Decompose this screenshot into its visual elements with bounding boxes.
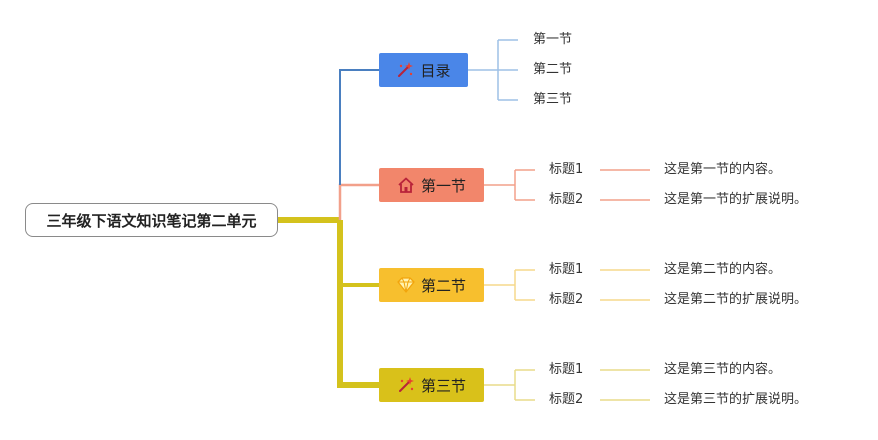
section-heading[interactable]: 标题2 [549,292,584,307]
section-node[interactable]: 第三节 [379,368,484,402]
home-icon [397,176,415,194]
section-label: 第一节 [420,176,466,195]
magic-wand-icon [397,376,415,394]
magic-wand-icon [396,61,414,79]
section-text[interactable]: 这是第一节的扩展说明。 [664,192,808,207]
section-heading[interactable]: 标题2 [549,392,584,407]
section-text[interactable]: 这是第二节的内容。 [664,262,782,277]
toc-node[interactable]: 目录 [379,53,468,87]
trunk-line-section-3 [337,220,380,388]
section-node[interactable]: 第一节 [379,168,484,202]
section-heading[interactable]: 标题1 [549,162,584,177]
toc-item[interactable]: 第一节 [533,32,573,47]
section-heading[interactable]: 标题1 [549,362,584,377]
section-text[interactable]: 这是第二节的扩展说明。 [664,292,808,307]
section-text[interactable]: 这是第三节的内容。 [664,362,782,377]
section-3-leaf-lines [484,369,650,401]
section-node[interactable]: 第二节 [379,268,484,302]
root-title: 三年级下语文知识笔记第二单元 [46,211,257,230]
trunk-line-section-1 [338,183,380,220]
toc-item[interactable]: 第二节 [533,62,573,77]
section-heading[interactable]: 标题2 [549,192,584,207]
section-label: 第二节 [420,276,466,295]
section-text[interactable]: 这是第三节的扩展说明。 [664,392,808,407]
trunk-line-toc [339,69,380,185]
section-heading[interactable]: 标题1 [549,262,584,277]
diamond-icon [397,276,415,294]
toc-leaf-lines [468,39,518,101]
section-text[interactable]: 这是第一节的内容。 [664,162,782,177]
toc-item[interactable]: 第三节 [533,92,573,107]
section-1-leaf-lines [484,169,650,201]
section-label: 第三节 [420,376,466,395]
root-node[interactable]: 三年级下语文知识笔记第二单元 [25,203,278,237]
section-2-leaf-lines [484,269,650,301]
toc-label: 目录 [420,61,451,80]
trunk-line-section-2 [338,220,380,287]
